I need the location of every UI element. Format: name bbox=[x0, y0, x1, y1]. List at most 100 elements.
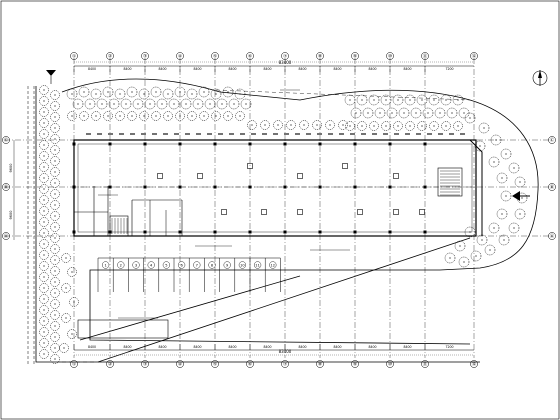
tree-center bbox=[54, 248, 56, 250]
tree-center bbox=[54, 292, 56, 294]
tree-symbol-icon bbox=[139, 111, 149, 121]
left-bay-dim-1: 9600 bbox=[9, 164, 13, 173]
tree-center bbox=[43, 89, 45, 91]
axis-bubble bbox=[548, 183, 556, 191]
tree-symbol-icon bbox=[374, 107, 386, 119]
tree-center bbox=[415, 112, 417, 114]
tree-symbol-icon bbox=[180, 98, 192, 110]
tree-center bbox=[54, 193, 56, 195]
tree-symbol-icon bbox=[168, 98, 180, 110]
tree-center bbox=[77, 103, 79, 105]
tree-center bbox=[71, 271, 73, 273]
tree-center bbox=[403, 112, 405, 114]
tree-center bbox=[54, 94, 56, 96]
tree-symbol-icon bbox=[514, 176, 526, 188]
tree-center bbox=[131, 115, 133, 117]
tree-center bbox=[54, 116, 56, 118]
interior-partitions bbox=[74, 186, 476, 236]
column-mark bbox=[423, 230, 427, 234]
tree-center bbox=[367, 112, 369, 114]
tree-symbol-icon bbox=[240, 98, 252, 110]
tree-center bbox=[221, 103, 223, 105]
tree-symbol-icon bbox=[138, 88, 150, 100]
tree-symbol-icon bbox=[39, 118, 49, 128]
tree-center bbox=[54, 270, 56, 272]
tree-center bbox=[489, 249, 491, 251]
axis-label: ⑩ bbox=[388, 362, 392, 368]
tree-center bbox=[54, 138, 56, 140]
tree-center bbox=[290, 124, 292, 126]
tree-symbol-icon bbox=[416, 94, 428, 106]
landscape-trees bbox=[39, 85, 528, 364]
tree-center bbox=[197, 103, 199, 105]
equipment-marker bbox=[197, 173, 203, 179]
tree-center bbox=[361, 99, 363, 101]
bay-dimension: 8400 bbox=[193, 345, 201, 349]
tree-center bbox=[107, 91, 109, 93]
tree-symbol-icon bbox=[186, 88, 198, 100]
column-mark bbox=[423, 142, 427, 146]
tree-center bbox=[277, 124, 279, 126]
tree-center bbox=[43, 144, 45, 146]
tree-center bbox=[463, 261, 465, 263]
tree-center bbox=[43, 254, 45, 256]
tree-center bbox=[385, 99, 387, 101]
tree-center bbox=[445, 125, 447, 127]
tree-symbol-icon bbox=[39, 162, 49, 172]
stair-icon bbox=[109, 215, 129, 237]
tree-symbol-icon bbox=[434, 107, 446, 119]
axis-bubble bbox=[548, 136, 556, 144]
tree-symbol-icon bbox=[405, 121, 415, 131]
tree-center bbox=[501, 177, 503, 179]
equipment-marker bbox=[393, 209, 399, 215]
building-outline bbox=[73, 139, 483, 237]
axis-bubble bbox=[106, 360, 114, 368]
overall-dimension-bottom: 83400 bbox=[279, 349, 292, 354]
parking-number-bubble bbox=[101, 261, 110, 269]
tree-symbol-icon bbox=[441, 121, 451, 131]
tree-symbol-icon bbox=[39, 173, 49, 183]
bay-dimension: 8400 bbox=[193, 67, 201, 71]
axis-label: ⑫ bbox=[472, 53, 477, 60]
tree-center bbox=[445, 99, 447, 101]
tree-center bbox=[43, 320, 45, 322]
top-dimension-line: 83400 bbox=[74, 60, 474, 67]
tree-center bbox=[433, 99, 435, 101]
tree-center bbox=[119, 115, 121, 117]
grid-row-lines bbox=[4, 139, 554, 237]
tree-symbol-icon bbox=[39, 261, 49, 271]
tree-symbol-icon bbox=[39, 250, 49, 260]
tree-symbol-icon bbox=[500, 190, 512, 202]
tree-center bbox=[83, 91, 85, 93]
tree-center bbox=[143, 115, 145, 117]
parking-number-bubble bbox=[147, 261, 155, 269]
tree-center bbox=[131, 91, 133, 93]
axis-label-left: Ⓑ bbox=[4, 184, 9, 191]
tree-symbol-icon bbox=[50, 134, 60, 144]
parking-number: 10 bbox=[240, 263, 245, 267]
tree-center bbox=[54, 127, 56, 129]
tree-center bbox=[43, 287, 45, 289]
parking-number: 5 bbox=[165, 263, 167, 267]
tree-symbol-icon bbox=[428, 94, 440, 106]
tree-symbol-icon bbox=[508, 222, 520, 234]
tree-center bbox=[355, 112, 357, 114]
tree-center bbox=[203, 91, 205, 93]
tree-symbol-icon bbox=[470, 250, 482, 262]
tree-symbol-icon bbox=[50, 321, 60, 331]
tree-center bbox=[43, 177, 45, 179]
tree-center bbox=[83, 115, 85, 117]
tree-symbol-icon bbox=[50, 90, 60, 100]
tree-symbol-icon bbox=[380, 94, 392, 106]
column-mark bbox=[248, 142, 252, 146]
tree-center bbox=[73, 301, 75, 303]
tree-center bbox=[469, 117, 471, 119]
axis-label: ⑥ bbox=[248, 362, 252, 368]
axis-label: ⑩ bbox=[388, 54, 392, 60]
annotation-leaders bbox=[98, 89, 350, 319]
tree-center bbox=[245, 103, 247, 105]
axis-label: ⑨ bbox=[353, 54, 357, 60]
tree-symbol-icon bbox=[61, 283, 71, 293]
